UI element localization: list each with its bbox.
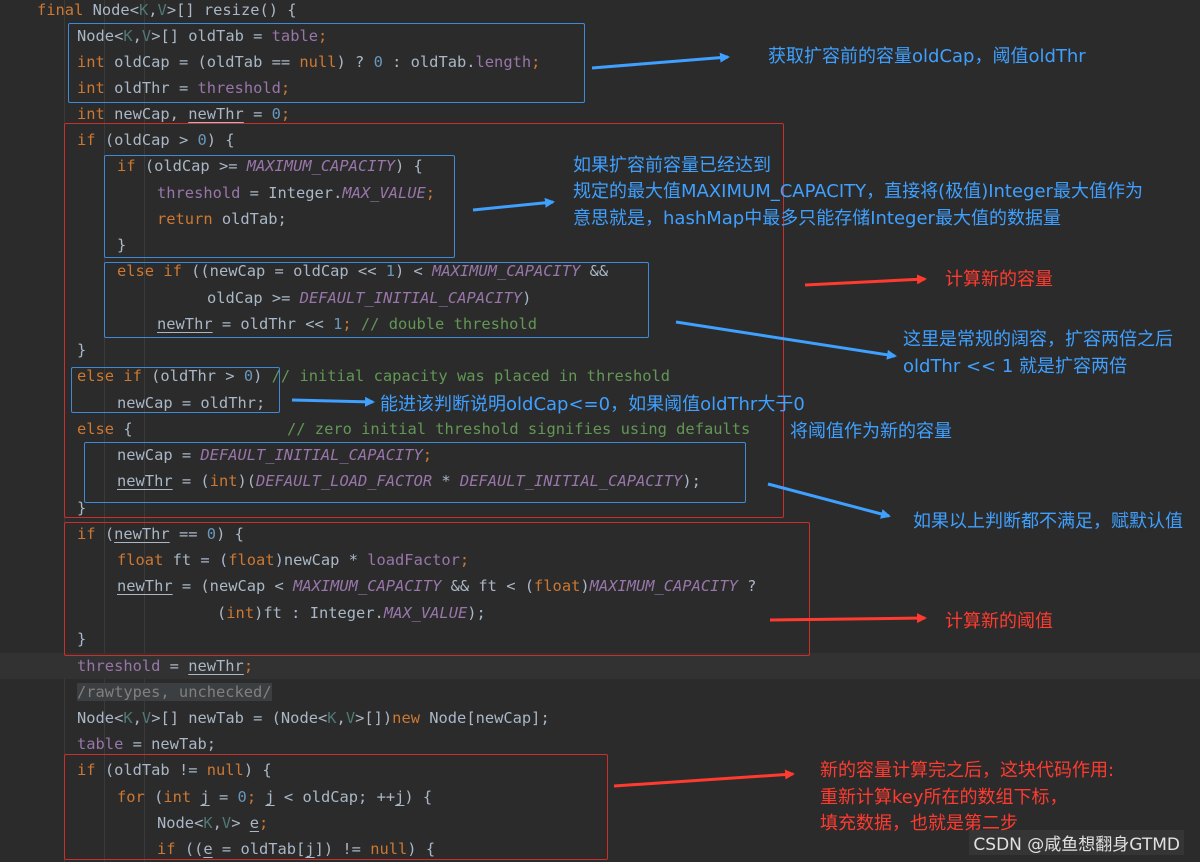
annotation-note: 将阈值作为新的容量: [790, 421, 952, 442]
code-line: float ft = (float)newCap * loadFactor;: [117, 551, 470, 569]
annotation-box: [104, 155, 455, 258]
code-line: else if (oldThr > 0) // initial capacity…: [77, 367, 671, 385]
code-line: Node<K,V>[] oldTab = table;: [77, 27, 328, 45]
annotation-note: 如果扩容前容量已经达到: [573, 155, 771, 176]
annotation-note: 如果以上判断都不满足，赋默认值: [913, 511, 1183, 532]
indent-guide: [144, 0, 145, 862]
annotation-note: 获取扩容前的容量oldCap，阈值oldThr: [768, 46, 1086, 67]
code-line: for (int j = 0; j < oldCap; ++j) {: [117, 788, 433, 806]
watermark: CSDN @咸鱼想翻身GTMD: [969, 830, 1184, 855]
code-line: newThr = oldThr << 1; // double threshol…: [157, 315, 537, 333]
code-line: int oldCap = (oldTab == null) ? 0 : oldT…: [77, 53, 541, 71]
code-line: }: [77, 630, 87, 648]
annotation-note: 计算新的容量: [945, 269, 1053, 290]
code-line: if (oldCap >= MAXIMUM_CAPACITY) {: [117, 157, 423, 175]
annotation-box: [104, 262, 649, 338]
current-line-highlight: [0, 653, 1200, 679]
arrow: [472, 197, 555, 212]
arrow: [675, 320, 897, 360]
code-line: Node<K,V>[] newTab = (Node<K,V>[])new No…: [77, 709, 550, 727]
code-line: }: [77, 341, 87, 359]
code-line: threshold = newThr;: [77, 657, 254, 675]
code-line: if (oldTab != null) {: [77, 761, 272, 779]
annotation-note: 填充数据，也就是第二步: [820, 813, 1018, 834]
annotation-note: 重新计算key所在的数组下标，: [820, 787, 1068, 808]
code-line: newCap = DEFAULT_INITIAL_CAPACITY;: [117, 446, 433, 464]
arrow: [769, 613, 927, 624]
code-line: newThr = (int)(DEFAULT_LOAD_FACTOR * DEF…: [117, 472, 701, 490]
annotation-box: [64, 522, 810, 656]
annotation-box: [64, 754, 608, 860]
code-line: /rawtypes, unchecked/: [77, 683, 272, 701]
annotation-note: 这里是常规的阔容，扩容两倍之后: [903, 329, 1173, 350]
annotation-box: [64, 123, 784, 518]
annotation-box: [68, 23, 585, 103]
annotation-box: [84, 442, 746, 503]
annotation-note: oldThr << 1 就是扩容两倍: [903, 356, 1128, 377]
code-line: }: [117, 236, 127, 254]
code-line: else if ((newCap = oldCap << 1) < MAXIMU…: [117, 262, 609, 280]
code-line: table = newTab;: [77, 735, 217, 753]
code-line: Node<K,V> e;: [157, 814, 269, 832]
code-line: threshold = Integer.MAX_VALUE;: [157, 184, 436, 202]
code-line: // zero initial threshold signifies usin…: [287, 420, 751, 438]
annotation-note: 能进该判断说明oldCap<=0，如果阈值oldThr大于0: [380, 394, 805, 415]
code-line: int oldThr = threshold;: [77, 79, 291, 97]
annotation-note: 意思就是，hashMap中最多只能存储Integer最大值的数据量: [573, 208, 1061, 229]
annotation-note: 计算新的阈值: [945, 611, 1053, 632]
code-line: }: [77, 499, 87, 517]
code-line: else {: [77, 420, 133, 438]
arrow: [804, 274, 927, 287]
code-line: int newCap, newThr = 0;: [77, 105, 291, 123]
annotation-box: [71, 367, 280, 413]
code-line: return oldTab;: [157, 210, 287, 228]
code-line: (int)ft : Integer.MAX_VALUE);: [217, 604, 486, 622]
code-line: if (oldCap > 0) {: [77, 131, 235, 149]
indent-guide: [104, 0, 105, 862]
arrow: [291, 396, 375, 407]
arrow: [613, 769, 795, 788]
arrow: [767, 482, 891, 519]
code-line: if ((e = oldTab[j]) != null) {: [157, 840, 436, 858]
arrow: [591, 52, 730, 70]
annotation-note: 规定的最大值MAXIMUM_CAPACITY，直接将(极值)Integer最大值…: [573, 181, 1143, 202]
code-line: newThr = (newCap < MAXIMUM_CAPACITY && f…: [117, 577, 757, 595]
code-line: final Node<K,V>[] resize() {: [37, 1, 297, 19]
code-line: oldCap >= DEFAULT_INITIAL_CAPACITY): [207, 289, 532, 307]
annotation-note: 新的容量计算完之后，这块代码作用:: [820, 760, 1115, 781]
code-line: if (newThr == 0) {: [77, 525, 244, 543]
code-line: newCap = oldThr;: [117, 394, 266, 412]
